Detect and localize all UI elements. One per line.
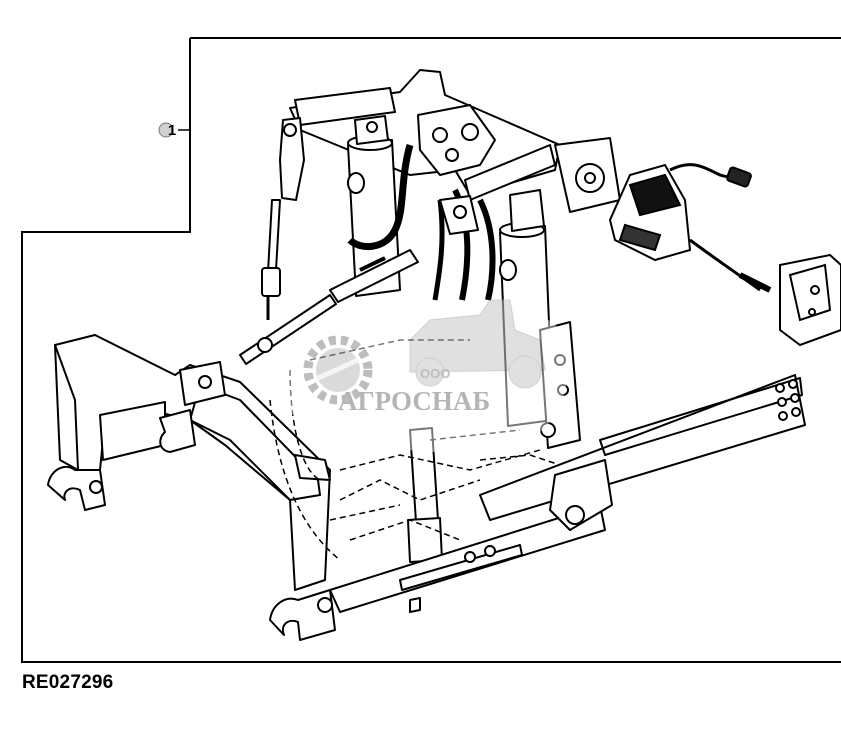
diagram-frame [21, 37, 841, 663]
watermark-small-text: ООО [420, 366, 450, 381]
tractor-logo-icon [409, 299, 546, 389]
hitch-assembly [47, 69, 806, 641]
callout-1: 1 [158, 122, 190, 139]
agrosnab-watermark: ООО АГРОСНАБ [280, 299, 568, 453]
wiring-harness [608, 163, 841, 347]
reference-code: RE027296 [22, 672, 114, 693]
watermark-brand: АГРОСНАБ [338, 386, 490, 416]
gear-logo-icon [303, 335, 373, 405]
callout-number: 1 [168, 122, 176, 139]
hidden-lines [269, 339, 561, 561]
